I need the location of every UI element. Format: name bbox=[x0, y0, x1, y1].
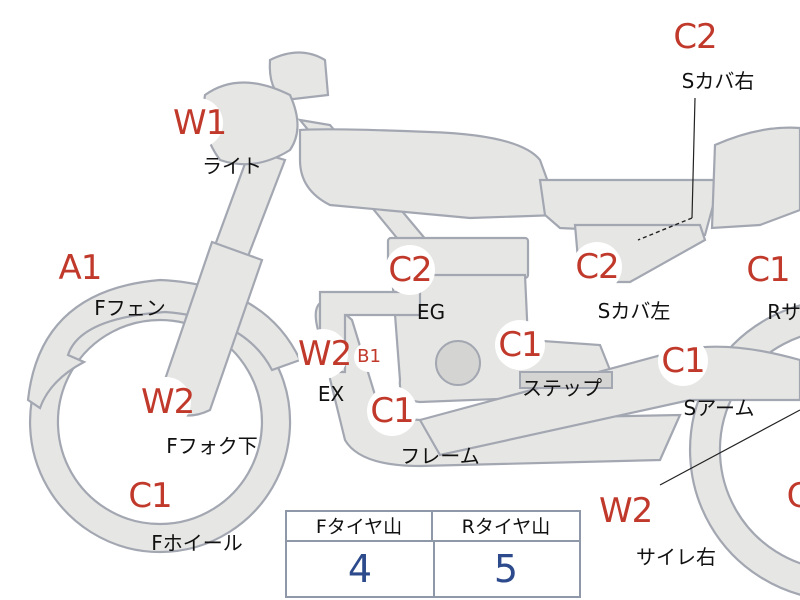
rear-tread-value: 5 bbox=[493, 547, 519, 591]
grade-rear-suspension: C1 bbox=[743, 245, 793, 295]
label-cover-left: Sカバ左 bbox=[597, 299, 671, 323]
grade-light: W1 bbox=[173, 98, 227, 148]
label-rear-suspension: Rサス bbox=[767, 300, 800, 324]
grade-cover-left: C2 bbox=[572, 242, 622, 292]
rear-fender bbox=[710, 126, 800, 230]
label-swing-arm: Sアーム bbox=[683, 396, 755, 420]
tire-tread-table: Fタイヤ山 Rタイヤ山 4 5 bbox=[285, 510, 581, 598]
engine-cover bbox=[435, 340, 481, 386]
leader-cover-right bbox=[691, 97, 696, 219]
grade-swing-arm: C1 bbox=[658, 336, 708, 386]
leader-muffler bbox=[659, 409, 800, 486]
label-fender-front: Fフェン bbox=[94, 296, 166, 320]
front-tread-header: Fタイヤ山 bbox=[287, 512, 433, 542]
handlebar bbox=[268, 51, 330, 102]
front-tread-value: 4 bbox=[287, 542, 435, 596]
step-bar bbox=[519, 371, 613, 389]
grade-fork-lower: W2 bbox=[141, 377, 195, 427]
grade-exhaust-extra: B1 bbox=[354, 342, 384, 372]
grade-cover-right: C2 bbox=[670, 12, 720, 62]
grade-exhaust: W2 bbox=[298, 329, 352, 379]
grade-frame: C1 bbox=[367, 386, 417, 436]
rear-tread-header: Rタイヤ山 bbox=[433, 512, 579, 542]
label-wheel-front: Fホイール bbox=[151, 531, 243, 555]
label-exhaust: EX bbox=[317, 382, 345, 406]
grade-step: C1 bbox=[495, 320, 545, 370]
label-light: ライト bbox=[202, 154, 262, 178]
label-muffler-right: サイレ右 bbox=[636, 545, 716, 569]
fuel-tank bbox=[298, 128, 562, 220]
grade-muffler-right: W2 bbox=[599, 486, 653, 536]
label-frame: フレーム bbox=[400, 444, 480, 468]
label-step: ステップ bbox=[522, 376, 602, 400]
leader-cover-right-dash bbox=[637, 217, 693, 241]
label-fork-lower: Fフォク下 bbox=[166, 434, 258, 458]
grade-fender-front: A1 bbox=[55, 243, 105, 293]
grade-engine: C2 bbox=[385, 245, 435, 295]
label-cover-right: Sカバ右 bbox=[681, 69, 755, 93]
grade-wheel-front: C1 bbox=[125, 471, 175, 521]
label-engine: EG bbox=[416, 300, 446, 324]
